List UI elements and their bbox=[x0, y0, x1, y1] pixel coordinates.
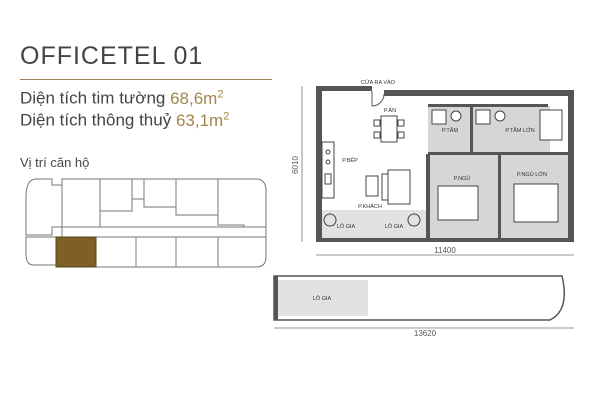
title-divider bbox=[20, 79, 272, 80]
lower-loggia-fill bbox=[278, 280, 368, 316]
area-wall-value: 68,6m2 bbox=[170, 88, 224, 108]
page-title: OFFICETEL 01 bbox=[20, 42, 204, 70]
entry-door-icon bbox=[371, 91, 385, 107]
wall-left bbox=[316, 86, 322, 242]
dim-total-label: 13620 bbox=[414, 329, 437, 338]
keymap-block bbox=[175, 236, 219, 268]
room-label-loggia-3: LÔ GIA bbox=[313, 295, 332, 302]
floor-plan: CỬA RA VÀO P.ĂN P.BẾP P.KHÁCH P.TẮM P.TẮ… bbox=[273, 79, 574, 338]
highlight-unit bbox=[55, 236, 97, 268]
keymap-lower-right bbox=[217, 236, 267, 268]
wall-bath-top bbox=[428, 104, 548, 107]
keymap-lower-left bbox=[25, 236, 57, 266]
keymap-block bbox=[143, 178, 177, 208]
dim-width-label: 11400 bbox=[434, 246, 456, 255]
lower-balcony-outline bbox=[273, 275, 565, 321]
keymap-block bbox=[131, 178, 145, 200]
room-label-entry: CỬA RA VÀO bbox=[361, 79, 396, 86]
location-label: Vị trí căn hộ bbox=[20, 155, 90, 170]
keymap-block bbox=[135, 236, 177, 268]
building-key-map bbox=[25, 178, 267, 268]
area-clear-value: 63,1m2 bbox=[175, 110, 230, 130]
area-clear-label: Diện tích thông thuỷ bbox=[20, 110, 172, 130]
bath-fixtures-icon bbox=[431, 109, 563, 141]
room-label-bath: P.TẮM bbox=[442, 126, 459, 134]
wall-bed-div bbox=[498, 154, 501, 240]
wall-bath-div bbox=[470, 106, 473, 154]
keymap-corridor bbox=[61, 226, 267, 238]
wall-top-left bbox=[316, 86, 372, 91]
keymap-block bbox=[95, 236, 137, 268]
area-wall-line: Diện tích tim tường 68,6m2 bbox=[20, 89, 223, 107]
area-clear-line: Diện tích thông thuỷ 63,1m2 bbox=[20, 111, 229, 129]
room-label-bedroom: P.NGỦ bbox=[454, 175, 471, 182]
kitchen-counter-icon bbox=[321, 141, 335, 199]
keymap-block bbox=[61, 178, 101, 228]
lower-wall-left bbox=[274, 276, 278, 320]
room-label-loggia-1: LÔ GIA bbox=[337, 223, 356, 230]
wall-top-right bbox=[384, 90, 574, 96]
room-label-master-bath: P.TẮM LỚN bbox=[505, 126, 534, 134]
room-label-master-bedroom: P.NGỦ LỚN bbox=[517, 171, 547, 178]
room-label-dining: P.ĂN bbox=[384, 107, 396, 114]
area-wall-label: Diện tích tim tường bbox=[20, 88, 166, 108]
room-label-kitchen: P.BẾP bbox=[342, 157, 358, 164]
room-label-living: P.KHÁCH bbox=[358, 203, 382, 210]
bed-icon bbox=[437, 183, 559, 223]
wall-bottom bbox=[316, 238, 574, 242]
room-label-loggia-2: LÔ GIA bbox=[385, 223, 404, 230]
dim-height-label: 6010 bbox=[291, 156, 300, 174]
wall-bath-bottom bbox=[428, 152, 568, 155]
keymap-block bbox=[99, 178, 133, 212]
plant-icon bbox=[323, 213, 421, 227]
dining-table-icon bbox=[373, 115, 405, 143]
wall-mid bbox=[426, 154, 430, 240]
sofa-icon bbox=[365, 169, 411, 205]
wall-right bbox=[568, 90, 574, 242]
keymap-block bbox=[175, 178, 219, 216]
keymap-left-wing bbox=[25, 178, 63, 236]
